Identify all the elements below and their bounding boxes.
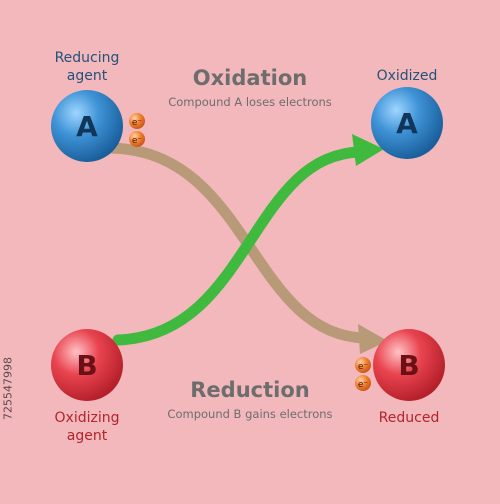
svg-text:e⁻: e⁻: [132, 136, 143, 146]
compound-a-oxidized-sphere: [371, 87, 443, 159]
oxidation-title: Oxidation: [192, 66, 308, 90]
svg-text:e⁻: e⁻: [358, 362, 369, 372]
reaction-arrow: [112, 146, 366, 346]
compound-b-reduced-sphere: [373, 329, 445, 401]
compound-a-reducing-sphere: [51, 90, 123, 162]
svg-text:e⁻: e⁻: [132, 118, 143, 128]
electron-icon: e⁻: [355, 375, 371, 391]
stock-id-watermark: 725547998: [1, 357, 15, 420]
electron-transfer-arrowhead: [358, 324, 388, 354]
electron-icon: e⁻: [355, 357, 371, 373]
compound-b-letter-left: B: [76, 349, 97, 382]
electron-transfer-arrow: [104, 142, 371, 344]
reduction-subtitle: Compound B gains electrons: [167, 407, 333, 421]
reduced-label: Reduced: [378, 410, 440, 426]
compound-b-oxidizing-sphere: [51, 329, 123, 401]
compound-b-letter-right: B: [398, 349, 419, 382]
reaction-arrowhead: [352, 134, 384, 166]
oxidizing-agent-label: Oxidizing agent: [54, 410, 120, 444]
svg-text:e⁻: e⁻: [358, 380, 369, 390]
compound-a-letter-right: A: [396, 107, 418, 140]
electron-icon: e⁻: [129, 131, 145, 147]
oxidation-subtitle: Compound A loses electrons: [168, 95, 332, 109]
compound-a-letter-left: A: [76, 110, 98, 143]
reducing-agent-label: Reducing agent: [54, 50, 120, 84]
electron-icon: e⁻: [129, 113, 145, 129]
oxidized-label: Oxidized: [376, 68, 438, 84]
reduction-title: Reduction: [190, 378, 310, 402]
